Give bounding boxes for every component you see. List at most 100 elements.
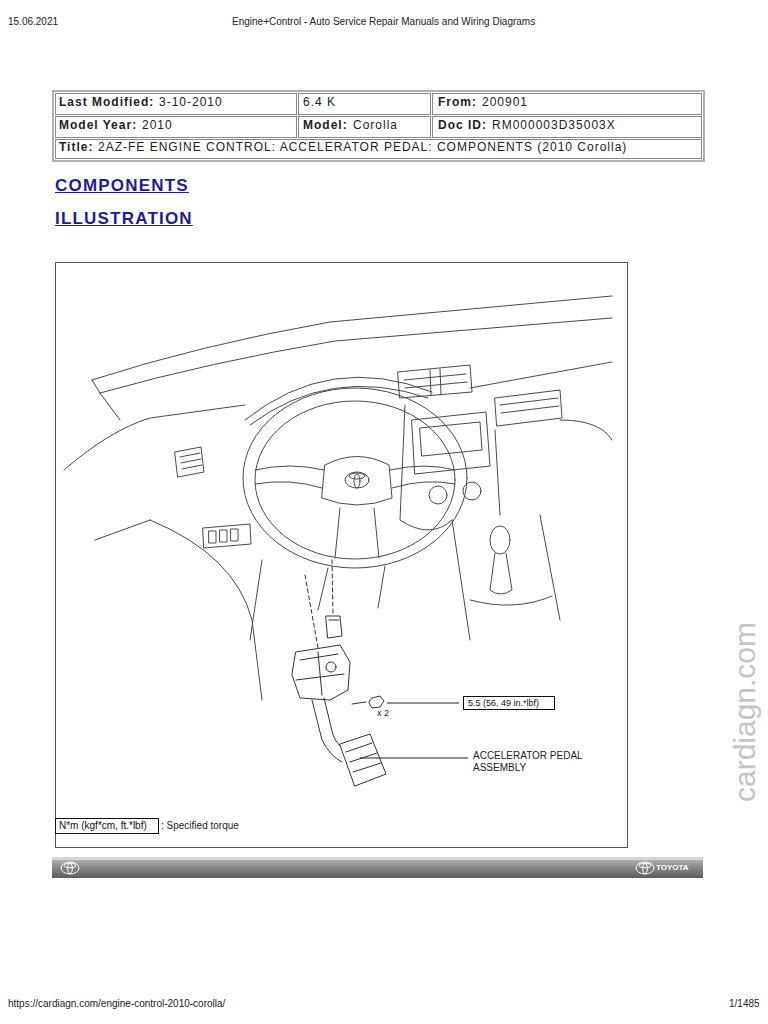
table-key: Model: (303, 119, 348, 133)
dashboard-illustration (429, 486, 447, 504)
accelerator-pedal-drawing (292, 645, 350, 700)
accelerator-pedal-drawing (332, 560, 333, 614)
toyota-footer-bar (61, 862, 79, 874)
table-key: Last Modified: (59, 96, 154, 110)
accelerator-pedal-drawing (369, 696, 384, 708)
table-key: From: (438, 96, 477, 110)
dashboard-illustration (92, 380, 100, 393)
info-table (53, 91, 704, 161)
page-header: Engine+Control - Auto Service Repair Man… (232, 16, 535, 28)
quantity-label: x 2 (377, 708, 389, 718)
toyota-footer-bar (52, 857, 703, 878)
dashboard-illustration (560, 420, 612, 440)
dashboard-illustration (354, 474, 360, 488)
toyota-footer-bar (68, 864, 73, 874)
dashboard-illustration (100, 318, 612, 393)
dashboard-illustration (420, 422, 482, 456)
dashboard-illustration (180, 453, 202, 469)
info-table (433, 117, 702, 138)
dashboard-illustration (404, 374, 467, 388)
dashboard-illustration (412, 412, 490, 474)
dashboard-illustration (250, 560, 262, 640)
dashboard-illustration (490, 553, 512, 594)
dashboard-illustration (318, 566, 385, 610)
dashboard-illustration (398, 365, 472, 398)
page-url: https://cardiagn.com/engine-control-2010… (8, 998, 225, 1010)
dashboard-illustration (463, 482, 481, 500)
info-table (56, 140, 702, 159)
accelerator-pedal-drawing (352, 702, 366, 704)
dashboard-illustration (64, 405, 245, 470)
table-key: Model Year: (59, 119, 137, 133)
dashboard-illustration (495, 390, 562, 426)
torque-box: 5.5 (56, 49 in.*lbf) (463, 696, 555, 710)
dashboard-illustration (92, 296, 612, 380)
accelerator-pedal-drawing (340, 734, 386, 786)
accelerator-pedal-drawing (305, 575, 318, 648)
dashboard-illustration (500, 398, 559, 413)
print-date: 15.06.2021 (8, 16, 58, 28)
section-heading: ILLUSTRATION (55, 209, 193, 229)
info-table (299, 94, 431, 115)
table-value: 2AZ-FE ENGINE CONTROL: ACCELERATOR PEDAL… (98, 141, 627, 155)
accelerator-pedal-drawing (326, 616, 342, 638)
info-table (56, 117, 297, 138)
dashboard-illustration (255, 401, 455, 559)
table-value: 2010 (142, 119, 173, 133)
table-key: Title: (59, 141, 93, 155)
accelerator-pedal-drawing (329, 620, 339, 621)
dashboard-illustration (490, 526, 510, 554)
dashboard-illustration (64, 296, 612, 700)
table-value: 200901 (482, 96, 528, 110)
accelerator-pedal-drawing (296, 652, 344, 695)
info-table (56, 94, 297, 115)
legend-text: : Specified torque (161, 820, 239, 832)
part-name: ACCELERATOR PEDAL ASSEMBLY (473, 750, 591, 773)
dashboard-illustration (100, 393, 120, 420)
watermark: cardiagn.com (730, 622, 760, 802)
section-heading: COMPONENTS (55, 176, 189, 196)
dashboard-illustration (390, 466, 455, 488)
dashboard-illustration (400, 405, 452, 530)
box-text: N*m (kgf*cm, ft.*lbf) (59, 820, 155, 832)
accelerator-pedal-drawing (292, 560, 386, 786)
accelerator-pedal-drawing (326, 662, 336, 672)
info-table (433, 94, 702, 115)
brand-name: TOYOTA (656, 863, 689, 872)
dashboard-illustration (255, 466, 324, 488)
page-number: 1/1485 (729, 998, 760, 1010)
dashboard-illustration (245, 377, 432, 420)
dashboard-illustration (335, 508, 379, 558)
leader-line (387, 703, 459, 704)
dashboard-illustration (452, 515, 560, 640)
toyota-footer-bar (643, 864, 648, 874)
toyota-footer-bar (52, 857, 703, 860)
dashboard-illustration (470, 362, 612, 388)
dashboard-illustration (322, 457, 392, 506)
table-value: Corolla (353, 119, 398, 133)
dashboard-illustration (495, 430, 500, 515)
legend-torque-box: N*m (kgf*cm, ft.*lbf) (55, 818, 159, 834)
leader-line (360, 703, 468, 758)
dashboard-illustration (150, 520, 262, 700)
toyota-footer-bar (52, 857, 703, 878)
dashboard-illustration (209, 529, 238, 543)
dashboard-illustration (175, 447, 204, 477)
dashboard-illustration (345, 472, 369, 488)
dashboard-illustration (470, 596, 552, 605)
dashboard-illustration (203, 524, 251, 548)
illustration-frame (56, 263, 628, 848)
table-value: 6.4 K (303, 96, 336, 110)
table-value: 3-10-2010 (159, 96, 223, 110)
dashboard-illustration (95, 520, 150, 540)
box-text: 5.5 (56, 49 in.*lbf) (468, 698, 550, 708)
table-key: Doc ID: (438, 119, 487, 133)
dashboard-illustration (243, 388, 467, 568)
table-value: RM000003D35003X (492, 119, 616, 133)
info-table (53, 91, 704, 161)
info-table (299, 117, 431, 138)
toyota-footer-bar (61, 862, 654, 874)
dashboard-illustration (430, 369, 441, 396)
dashboard-illustration (250, 386, 428, 425)
